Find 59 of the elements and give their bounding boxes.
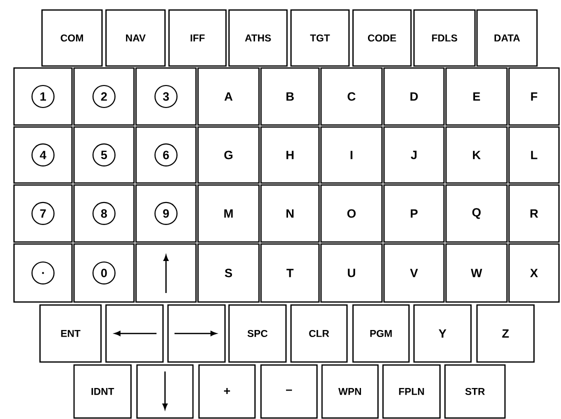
key: IDNT: [73, 364, 132, 419]
key: 1: [13, 67, 73, 126]
key: +: [198, 364, 256, 419]
key: SPC: [228, 304, 287, 363]
key: 0: [73, 243, 135, 303]
key: F: [508, 67, 560, 126]
key: .: [13, 243, 73, 303]
key: J: [383, 126, 445, 184]
key: P: [383, 184, 445, 243]
key: Q: [445, 184, 508, 243]
key: NAV: [105, 9, 166, 67]
key: FPLN: [382, 364, 441, 419]
key: 5: [73, 126, 135, 184]
key: STR: [444, 364, 506, 419]
key: CODE: [352, 9, 412, 67]
key: IFF: [168, 9, 227, 67]
arrow-key: [105, 304, 164, 363]
key: TGT: [290, 9, 350, 67]
key: H: [260, 126, 320, 184]
key: C: [320, 67, 383, 126]
key: U: [320, 243, 383, 303]
key: WPN: [321, 364, 379, 419]
key: N: [260, 184, 320, 243]
key: COM: [41, 9, 103, 67]
key: Y: [413, 304, 472, 363]
key: DATA: [476, 9, 538, 67]
key: S: [197, 243, 260, 303]
key: 8: [73, 184, 135, 243]
key: ENT: [39, 304, 102, 363]
key: I: [320, 126, 383, 184]
key: L: [508, 126, 560, 184]
key: FDLS: [413, 9, 476, 67]
key: A: [197, 67, 260, 126]
key: W: [445, 243, 508, 303]
key: B: [260, 67, 320, 126]
arrow-key: [167, 304, 226, 363]
key: Z: [476, 304, 535, 363]
key: V: [383, 243, 445, 303]
key: D: [383, 67, 445, 126]
key: 9: [135, 184, 197, 243]
key: 2: [73, 67, 135, 126]
key: O: [320, 184, 383, 243]
key: CLR: [290, 304, 348, 363]
key: M: [197, 184, 260, 243]
key: 3: [135, 67, 197, 126]
key: 7: [13, 184, 73, 243]
arrow-key: [135, 243, 197, 303]
key: T: [260, 243, 320, 303]
key: 4: [13, 126, 73, 184]
key: PGM: [352, 304, 410, 363]
key: 6: [135, 126, 197, 184]
key: G: [197, 126, 260, 184]
key: ATHS: [228, 9, 288, 67]
key: R: [508, 184, 560, 243]
key: E: [445, 67, 508, 126]
key: –: [260, 364, 318, 419]
key: X: [508, 243, 560, 303]
key: K: [445, 126, 508, 184]
arrow-key: [136, 364, 194, 419]
